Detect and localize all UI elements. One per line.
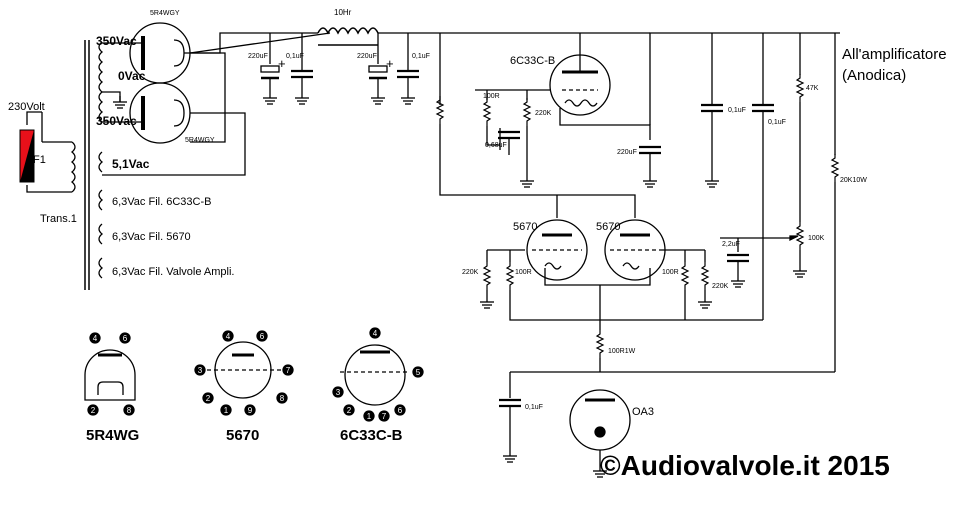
pinout-5r4wg-name: 5R4WG [86,427,139,444]
pin-label: 8 [127,406,132,415]
output-label-line2: (Anodica) [842,67,906,84]
pin-label: 7 [382,412,387,421]
r-left-2-label: 100R [515,269,532,276]
mains-label: 230Volt [8,101,45,113]
pot-label: 100K [808,235,825,242]
r-bias-label: 220K [535,110,552,117]
pinout-5670-name: 5670 [226,427,259,444]
hv-top-label: 350Vac [96,34,137,48]
pin-label: 3 [336,388,341,397]
c-grid-label: 0,68uF [485,142,507,149]
rectifier-tube-bottom [102,82,191,144]
error-amp-tube-a [526,219,588,281]
pin-label: 2 [347,406,352,415]
rectifier-top-label: 5R4WGY [150,10,180,17]
tube-b-label: 5670 [596,221,620,233]
c2-label: 0,1uF [286,53,304,60]
hv-bottom-label: 350Vac [96,114,137,128]
pin-label: 2 [91,406,96,415]
c-out2-label: 0,1uF [728,107,746,114]
r-top-label: 47K [806,85,819,92]
choke-10hr [317,27,379,46]
c-cpl-label: 2,2uF [722,241,740,248]
c3-label: 220uF [357,53,377,60]
r-ref-label: 100R1W [608,348,636,355]
pin-label: 1 [367,412,372,421]
fuse-label: F1 [33,154,46,166]
c-out-label: 220uF [617,149,637,156]
tube-a-label: 5670 [513,221,537,233]
rect-fil-label: 5,1Vac [112,157,150,171]
rectifier-bottom-label: 5R4WGY [185,137,215,144]
pin-label: 2 [206,394,211,403]
pin-label: 5 [416,368,421,377]
pin-label: 3 [198,366,203,375]
ct-label: 0Vac [118,69,146,83]
transformer [26,40,104,290]
pinout-6c33c [332,327,424,422]
pin-label: 4 [373,329,378,338]
pinout-5r4wg [84,332,136,416]
fil-5670-label: 6,3Vac Fil. 5670 [112,231,191,243]
r-right-1-label: 100R [662,269,679,276]
pin-label: 1 [224,406,229,415]
pin-label: 6 [260,332,265,341]
ref-tube-label: OA3 [632,406,654,418]
copyright-text: ©Audiovalvole.it 2015 [600,450,890,481]
output-label-line1: All'amplificatore [842,46,947,63]
fil-amp-label: 6,3Vac Fil. Valvole Ampli. [112,266,234,278]
c-out3-label: 0,1uF [768,119,786,126]
fil-6c33-label: 6,3Vac Fil. 6C33C-B [112,196,211,208]
pin-label: 6 [398,406,403,415]
pinout-6c33c-name: 6C33C-B [340,427,403,444]
pin-label: 4 [93,334,98,343]
pinout-5670 [194,330,294,416]
choke-label: 10Hr [334,8,352,17]
pin-label: 4 [226,332,231,341]
r-feed-label: 20K10W [840,177,867,184]
r-right-2-label: 220K [712,283,729,290]
c1-plus: + [278,56,286,71]
r-left-1-label: 220K [462,269,479,276]
pass-tube-6c33c [549,33,611,116]
c3-plus: + [386,56,394,71]
pin-label: 6 [123,334,128,343]
pin-label: 9 [248,406,253,415]
transformer-name: Trans.1 [40,213,77,225]
pass-tube-label: 6C33C-B [510,55,555,67]
c4-label: 0,1uF [412,53,430,60]
reference-tube-oa3 [569,389,631,451]
r-grid-label: 100R [483,93,500,100]
pin-label: 7 [286,366,291,375]
c-ref-label: 0,1uF [525,404,543,411]
fuse-f1 [19,129,35,183]
c1-label: 220uF [248,53,268,60]
pin-label: 8 [280,394,285,403]
